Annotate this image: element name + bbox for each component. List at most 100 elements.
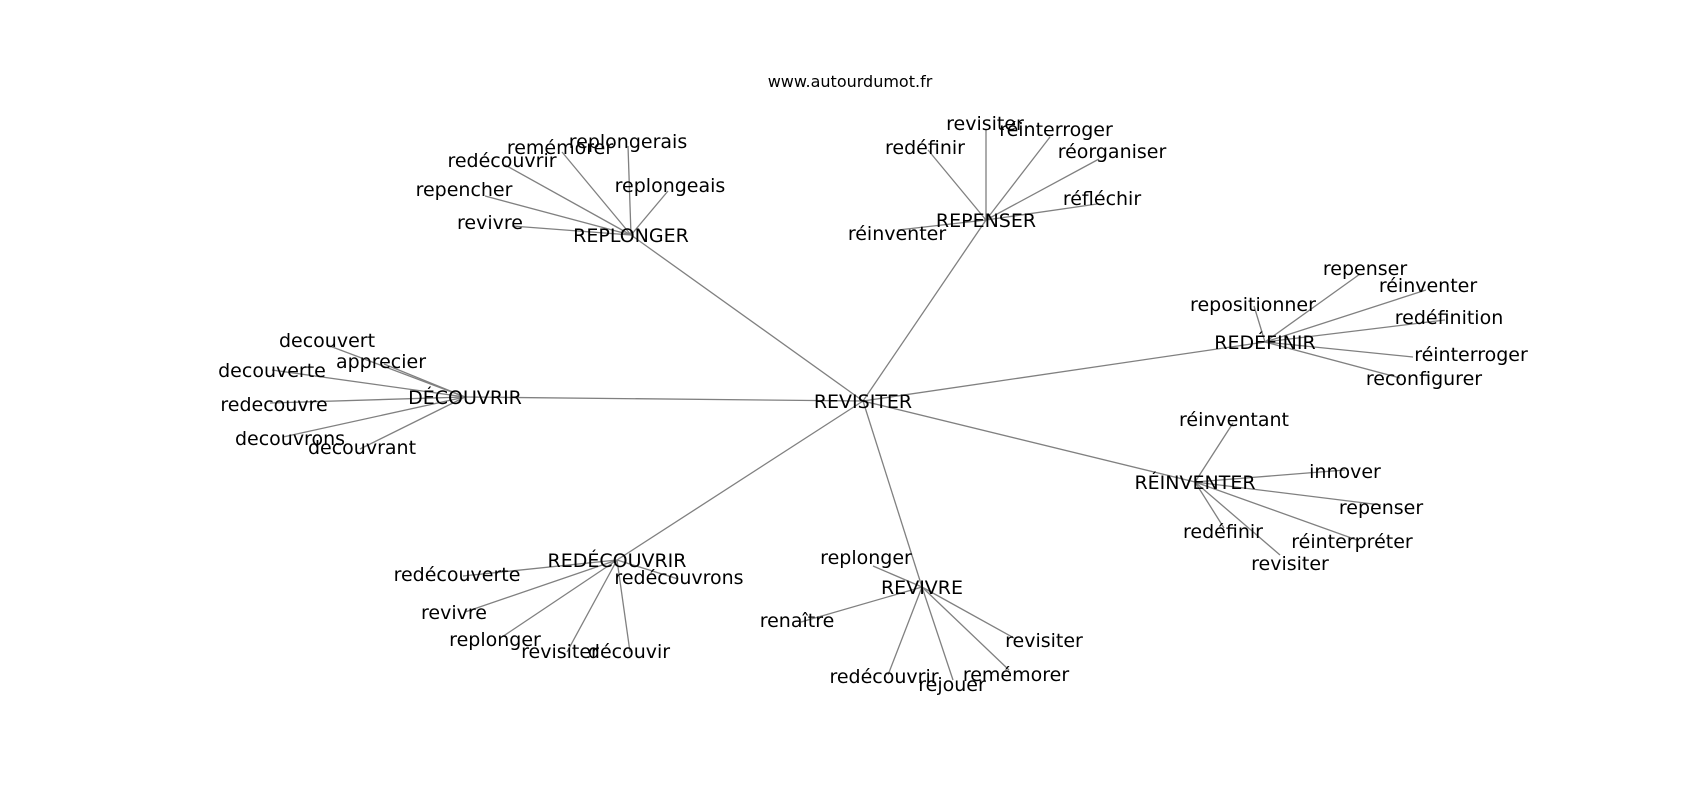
edge-root-redecouvrir <box>616 400 864 561</box>
edge-revivre-1 <box>800 586 923 623</box>
edge-repenser-4 <box>985 203 1098 221</box>
leaf-label-redefinir-0: repenser <box>1323 258 1407 280</box>
edge-reinventer-5 <box>1194 481 1281 556</box>
leaf-label-reinventer-0: réinventant <box>1179 409 1289 431</box>
edge-revivre-3 <box>921 586 1010 671</box>
edge-decouvrir-2 <box>271 369 466 398</box>
hub-label-reinventer: RÉINVENTER <box>1134 471 1255 494</box>
edge-reinventer-0 <box>1194 422 1234 483</box>
edge-replonger-3 <box>630 190 669 236</box>
leaf-label-decouvrir-1: apprecier <box>336 351 426 373</box>
site-url: www.autourdumot.fr <box>767 72 933 91</box>
hub-label-revivre: REVIVRE <box>881 577 963 599</box>
edge-root-replonger <box>630 234 864 402</box>
leaf-label-repenser-0: revisiter <box>946 113 1024 135</box>
edge-root-repenser <box>862 219 987 402</box>
edge-revivre-0 <box>872 565 923 588</box>
leaf-label-redecouvrir-3: replonger <box>449 629 541 651</box>
leaf-label-redecouvrir-2: revivre <box>421 602 487 624</box>
leaf-label-decouvrir-0: decouvert <box>279 330 375 352</box>
edge-decouvrir-3 <box>269 396 466 404</box>
edge-redecouvrir-5 <box>616 559 631 653</box>
edge-repenser-2 <box>927 149 987 221</box>
edge-redecouvrir-1 <box>616 559 679 580</box>
leaf-label-revivre-5: redécouvrir <box>829 666 938 688</box>
leaf-label-redefinir-3: redéfinition <box>1395 307 1504 329</box>
leaf-label-redecouvrir-0: redécouverte <box>394 564 521 586</box>
leaf-label-replonger-4: repencher <box>416 179 513 201</box>
edge-decouvrir-5 <box>359 396 466 450</box>
leaf-label-reinventer-2: repenser <box>1339 497 1423 519</box>
edge-redecouvrir-4 <box>566 559 618 653</box>
leaf-label-reinventer-3: réinterpréter <box>1291 531 1413 553</box>
hub-label-redefinir: REDÉFINIR <box>1214 331 1315 354</box>
leaf-label-reinventer-4: redéfinir <box>1183 521 1263 543</box>
edge-root-decouvrir <box>464 396 864 402</box>
edge-replonger-4 <box>484 195 632 236</box>
leaf-label-redefinir-5: reconfigurer <box>1366 368 1482 390</box>
leaf-label-redefinir-1: réinventer <box>1379 275 1478 297</box>
leaf-label-redefinir-4: réinterroger <box>1414 344 1528 366</box>
leaf-label-redecouvrir-1: redécouvrons <box>614 567 743 589</box>
edge-decouvrir-0 <box>326 344 466 398</box>
edge-revivre-4 <box>921 586 954 681</box>
edge-decouvrir-1 <box>383 363 466 398</box>
edge-redefinir-4 <box>1264 341 1414 358</box>
leaf-label-decouvrir-3: redecouvre <box>220 394 327 416</box>
edge-root-reinventer <box>862 400 1196 483</box>
leaf-label-decouvrir-4: decouvrons <box>235 428 345 450</box>
hub-label-decouvrir: DÉCOUVRIR <box>408 386 522 409</box>
leaf-label-replonger-0: replongerais <box>569 131 687 153</box>
edge-reinventer-3 <box>1194 481 1358 541</box>
root-label: REVISITER <box>814 391 912 413</box>
edge-redefinir-1 <box>1264 289 1427 343</box>
edge-layer <box>269 129 1446 681</box>
leaf-label-decouvrir-2: decouverte <box>218 360 326 382</box>
leaf-label-reinventer-5: revisiter <box>1251 553 1329 575</box>
leaf-label-replonger-2: redécouvrir <box>447 150 556 172</box>
hub-label-redecouvrir: REDÉCOUVRIR <box>548 549 687 572</box>
leaf-label-redefinir-2: repositionner <box>1190 294 1316 316</box>
leaf-label-replonger-1: remémorer <box>507 137 613 159</box>
leaf-label-repenser-4: réfléchir <box>1063 188 1142 210</box>
edge-redefinir-2 <box>1253 305 1266 343</box>
edge-reinventer-1 <box>1194 469 1346 483</box>
leaf-label-repenser-2: redéfinir <box>885 137 965 159</box>
edge-reinventer-4 <box>1194 481 1225 529</box>
leaf-label-replonger-3: replongeais <box>615 175 726 197</box>
leaf-label-revivre-0: replonger <box>820 547 912 569</box>
label-layer: replongeraisremémorerredécouvrirreplonge… <box>218 113 1528 696</box>
leaf-label-revivre-3: remémorer <box>963 664 1069 686</box>
leaf-label-reinventer-1: innover <box>1309 461 1381 483</box>
edge-repenser-3 <box>985 158 1100 221</box>
edge-reinventer-2 <box>1194 481 1382 506</box>
edge-replonger-5 <box>511 225 632 236</box>
edge-redecouvrir-2 <box>464 559 618 613</box>
hub-label-replonger: REPLONGER <box>573 225 689 247</box>
leaf-label-repenser-1: réinterroger <box>999 119 1113 141</box>
edge-repenser-5 <box>897 219 987 231</box>
leaf-label-repenser-5: réinventer <box>848 223 947 245</box>
edge-replonger-0 <box>627 145 632 236</box>
leaf-label-decouvrir-5: decouvrant <box>308 437 416 459</box>
edge-root-redefinir <box>862 341 1266 402</box>
edge-replonger-2 <box>504 164 632 236</box>
edge-decouvrir-4 <box>282 396 466 438</box>
leaf-label-replonger-5: revivre <box>457 212 523 234</box>
leaf-label-redecouvrir-5: découvir <box>588 641 670 663</box>
edge-revivre-2 <box>921 586 1015 639</box>
leaf-label-repenser-3: réorganiser <box>1058 141 1167 163</box>
leaf-label-revivre-4: rejouer <box>918 674 986 696</box>
edge-replonger-1 <box>561 151 632 236</box>
leaf-label-redecouvrir-4: revisiter <box>521 641 599 663</box>
hub-label-repenser: REPENSER <box>936 210 1036 232</box>
leaf-label-revivre-1: renaître <box>760 610 835 632</box>
leaf-label-revivre-2: revisiter <box>1005 630 1083 652</box>
edge-redefinir-0 <box>1264 273 1361 343</box>
edge-revivre-5 <box>887 586 923 676</box>
edge-redefinir-3 <box>1264 319 1446 343</box>
edge-redecouvrir-0 <box>462 559 618 577</box>
edge-redecouvrir-3 <box>501 559 618 638</box>
